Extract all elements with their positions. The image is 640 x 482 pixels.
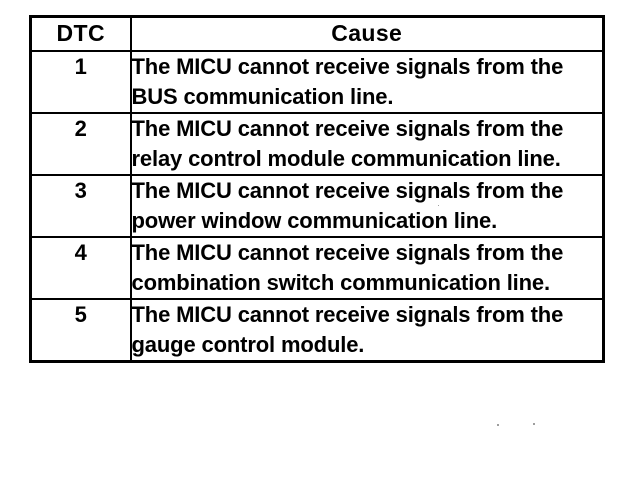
cell-dtc: 5 — [29, 298, 132, 363]
cell-cause: The MICU cannot receive signals from the… — [129, 50, 605, 114]
table-header: DTC Cause — [29, 15, 605, 52]
cell-cause: The MICU cannot receive signals from the… — [129, 236, 605, 300]
cell-cause: The MICU cannot receive signals from the… — [129, 112, 605, 176]
column-header-dtc: DTC — [29, 15, 132, 52]
table-row: 5 The MICU cannot receive signals from t… — [29, 298, 605, 363]
table-row: 3 The MICU cannot receive signals from t… — [29, 174, 605, 238]
table-row: 2 The MICU cannot receive signals from t… — [29, 112, 605, 176]
cell-dtc: 4 — [29, 236, 132, 300]
table-body: 1 The MICU cannot receive signals from t… — [29, 50, 605, 363]
dtc-cause-table: DTC Cause 1 The MICU cannot receive sign… — [29, 15, 605, 363]
table-row: 4 The MICU cannot receive signals from t… — [29, 236, 605, 300]
column-header-cause: Cause — [129, 15, 605, 52]
cell-dtc: 3 — [29, 174, 132, 238]
table-row: 1 The MICU cannot receive signals from t… — [29, 50, 605, 114]
table-header-row: DTC Cause — [29, 15, 605, 52]
cell-dtc: 1 — [29, 50, 132, 114]
cell-dtc: 2 — [29, 112, 132, 176]
scan-artifact-speck — [533, 423, 535, 425]
cell-cause: The MICU cannot receive signals from the… — [129, 298, 605, 363]
cell-cause: The MICU cannot receive signals from the… — [129, 174, 605, 238]
scan-artifact-speck — [497, 424, 499, 426]
dtc-table-container: DTC Cause 1 The MICU cannot receive sign… — [29, 15, 605, 363]
